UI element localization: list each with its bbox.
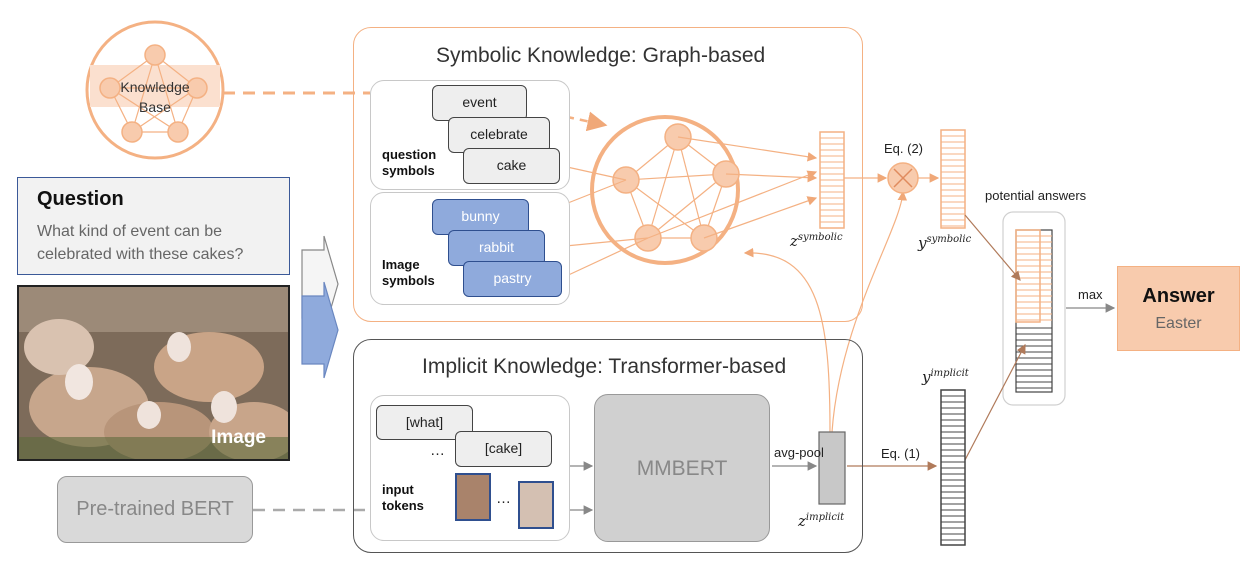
- token-chip-cake-text: [cake]: [484, 440, 523, 456]
- mmbert-label: MMBERT: [636, 457, 728, 480]
- image-token-1: [455, 473, 491, 521]
- y-implicit-base: y: [922, 368, 931, 386]
- max-label: max: [1078, 287, 1103, 302]
- z-implicit-vector: [818, 431, 846, 505]
- question-symbols-label-line1: question: [382, 147, 437, 162]
- z-implicit-base: z: [798, 512, 806, 530]
- implicit-title: Implicit Knowledge: Transformer-based: [422, 355, 787, 378]
- y-implicit-label: yimplicit: [922, 368, 969, 386]
- question-symbols-label-line2: symbols: [382, 163, 435, 178]
- question-symbols-label: question symbols: [382, 147, 436, 179]
- input-tokens-label-line1: input: [382, 482, 414, 497]
- image-label: Image: [211, 427, 266, 448]
- z-symbolic-vector: [819, 131, 845, 229]
- symbolic-title: Symbolic Knowledge: Graph-based: [436, 44, 766, 67]
- y-symbolic-label: ysymbolic: [918, 234, 971, 252]
- knowledge-base-label: Knowledge Base: [90, 77, 220, 117]
- image-token-2: [518, 481, 554, 529]
- eq1-label: Eq. (1): [881, 446, 921, 461]
- potential-answers-label: potential answers: [985, 188, 1087, 203]
- symbol-chip-rabbit-text: rabbit: [478, 239, 515, 255]
- answer-value: Easter: [1155, 315, 1202, 332]
- question-heading: Question: [37, 188, 124, 210]
- y-implicit-vector: [940, 389, 966, 546]
- y-implicit-sup: implicit: [930, 368, 969, 379]
- y-symbolic-sup: symbolic: [926, 234, 972, 245]
- token-chip-cake: [cake]: [455, 431, 552, 467]
- question-text-line1: What kind of event can be: [37, 223, 222, 240]
- token-ellipsis-bottom: …: [496, 490, 511, 507]
- symbol-chip-cake-text: cake: [496, 157, 527, 173]
- input-tokens-label: input tokens: [382, 482, 424, 514]
- symbol-chip-celebrate-text: celebrate: [470, 126, 528, 142]
- symbol-chip-celebrate: celebrate: [448, 117, 550, 153]
- potential-answers-vector: [1015, 229, 1053, 393]
- answer-heading: Answer: [1142, 285, 1215, 307]
- symbol-chip-pastry-text: pastry: [493, 270, 532, 286]
- symbol-chip-cake: cake: [463, 148, 560, 184]
- question-text-line2: celebrated with these cakes?: [37, 246, 244, 263]
- y-symbolic-vector: [940, 129, 966, 229]
- question-box: Question What kind of event can be celeb…: [17, 177, 290, 275]
- image-arrow: [301, 281, 339, 379]
- image-symbols-label-line2: symbols: [382, 273, 435, 288]
- z-symbolic-sup: symbolic: [797, 232, 843, 243]
- z-implicit-label: zimplicit: [798, 512, 844, 530]
- implicit-panel: [353, 339, 863, 553]
- symbol-chip-pastry: pastry: [463, 261, 562, 297]
- symbol-chip-bunny: bunny: [432, 199, 529, 235]
- token-ellipsis-top: …: [430, 442, 445, 459]
- symbol-chip-bunny-text: bunny: [461, 208, 500, 224]
- input-image: Image: [17, 285, 290, 461]
- avg-pool-label: avg-pool: [774, 445, 824, 460]
- pretrained-bert-label: Pre-trained BERT: [76, 498, 234, 520]
- symbol-chip-event: event: [432, 85, 527, 121]
- z-symbolic-base: z: [790, 232, 798, 250]
- y-symbolic-base: y: [918, 234, 927, 252]
- knowledge-base-graph: [85, 20, 225, 160]
- symbolic-panel: [353, 27, 863, 322]
- input-tokens-label-line2: tokens: [382, 498, 424, 513]
- mmbert-box: MMBERT: [594, 394, 770, 542]
- symbol-chip-event-text: event: [462, 94, 497, 110]
- cake-photo: [19, 287, 288, 459]
- pretrained-bert-box: Pre-trained BERT: [57, 476, 253, 543]
- image-symbols-label: Image symbols: [382, 257, 435, 289]
- token-chip-what-text: [what]: [405, 414, 444, 430]
- answer-box: Answer Easter: [1117, 266, 1240, 351]
- z-implicit-sup: implicit: [805, 512, 845, 523]
- knowledge-base-label-line2: Base: [139, 99, 171, 115]
- symbol-chip-rabbit: rabbit: [448, 230, 545, 266]
- knowledge-base-label-line1: Knowledge: [120, 79, 190, 95]
- z-symbolic-label: zsymbolic: [790, 232, 843, 250]
- eq2-label: Eq. (2): [884, 141, 924, 156]
- image-symbols-label-line1: Image: [382, 257, 420, 272]
